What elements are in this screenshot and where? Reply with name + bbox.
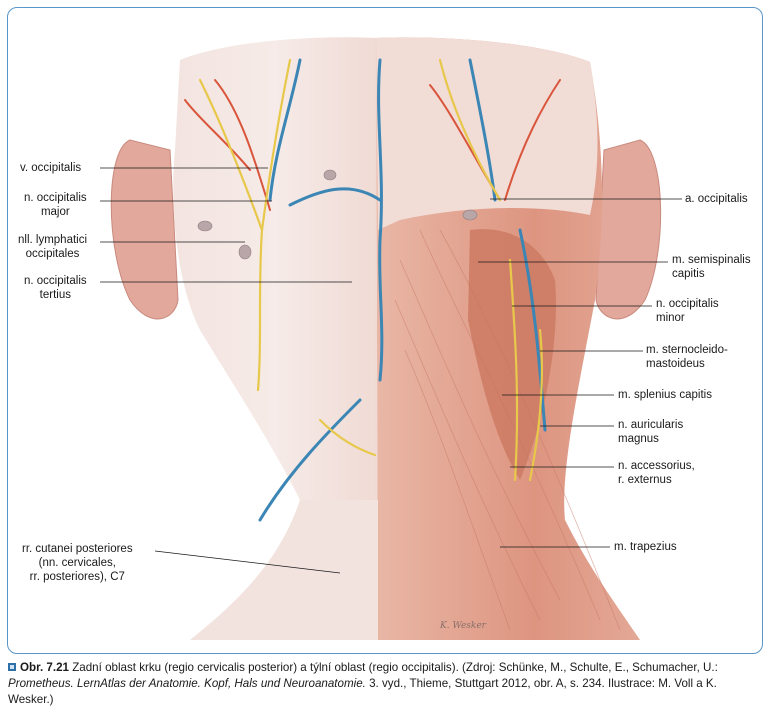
left-ear (110, 139, 179, 320)
label-m-semispinalis: m. semispinalis capitis (672, 254, 751, 280)
caption-square-icon (8, 663, 16, 671)
label-n-occipitalis-minor: n. occipitalis minor (656, 298, 719, 324)
caption-text-1: Zadní oblast krku (regio cervicalis post… (68, 661, 718, 674)
label-n-occipitalis-major: n. occipitalis major (24, 192, 87, 218)
label-n-auricularis: n. auricularis magnus (618, 419, 684, 445)
caption-book-title: Prometheus. LernAtlas der Anatomie. Kopf… (8, 677, 366, 690)
label-rr-cutanei: rr. cutanei posteriores (nn. cervicales,… (22, 543, 133, 583)
label-a-occipitalis: a. occipitalis (685, 193, 748, 205)
label-m-trapezius: m. trapezius (614, 541, 677, 553)
figure-caption: Obr. 7.21 Zadní oblast krku (regio cervi… (8, 660, 764, 708)
splenius-band (468, 229, 556, 480)
left-skin (173, 37, 378, 640)
artist-signature: K. Wesker (439, 621, 487, 631)
label-n-accessorius: n. accessorius, r. externus (618, 460, 695, 486)
right-ear (595, 139, 662, 320)
label-n-occipitalis-tertius: n. occipitalis tertius (24, 275, 87, 301)
figure-number: Obr. 7.21 (20, 661, 69, 674)
label-m-splenius: m. splenius capitis (618, 389, 712, 401)
label-nll-lymphatici: nll. lymphatici occipitales (18, 234, 88, 260)
label-m-sternocleido: m. sternocleido- mastoideus (646, 344, 728, 370)
label-v-occipitalis: v. occipitalis (20, 162, 82, 174)
